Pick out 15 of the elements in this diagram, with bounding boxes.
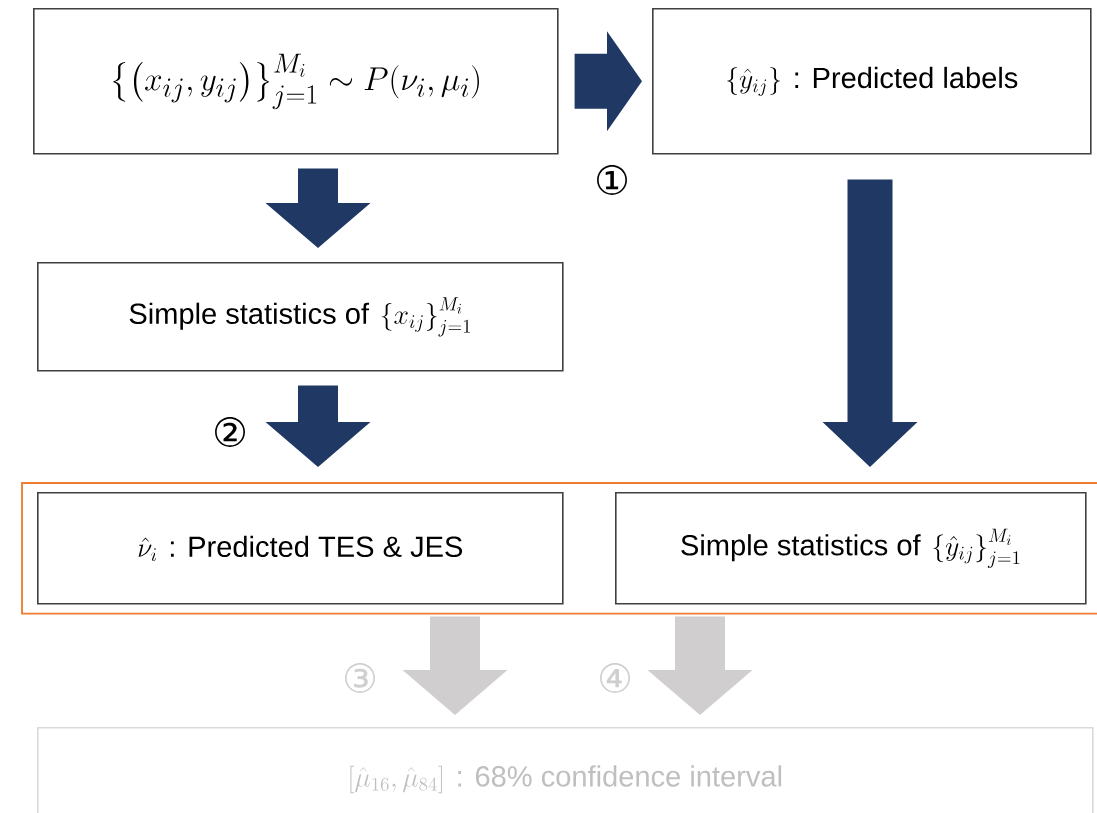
- process-box: $\hat{\nu}_i$ : Predicted TES & JES: [37, 492, 564, 605]
- block-arrow: [574, 31, 642, 132]
- process-box: $\left\{\left(x_{ij},y_{ij}\right)\right\}_{j=1}^{M_i}\sim P(\nu_i,\mu_i)$: [33, 8, 559, 155]
- process-box: Simple statistics of $\left\{x_{ij}\right\}_{j=1}^{M_i}$: [37, 262, 564, 372]
- process-box: $\left\{\hat{y}_{ij}\right\}$ : Predicted labels: [652, 8, 1092, 155]
- block-arrow: [647, 616, 753, 715]
- block-arrow: [822, 179, 918, 467]
- block-arrow: [265, 168, 371, 248]
- group-frame: [21, 482, 1097, 615]
- block-arrow: [402, 616, 508, 715]
- step-number: ①: [592, 163, 632, 197]
- step-number: ②: [210, 415, 250, 449]
- process-box: Simple statistics of $\left\{\hat{y}_{ij}\right\}_{j=1}^{M_i}$: [615, 492, 1087, 605]
- block-arrow: [265, 385, 371, 467]
- result-box: $\left[\hat{\mu}_{16},\hat{\mu}_{84}\right]$ : 68% confidence interval: [37, 727, 1094, 813]
